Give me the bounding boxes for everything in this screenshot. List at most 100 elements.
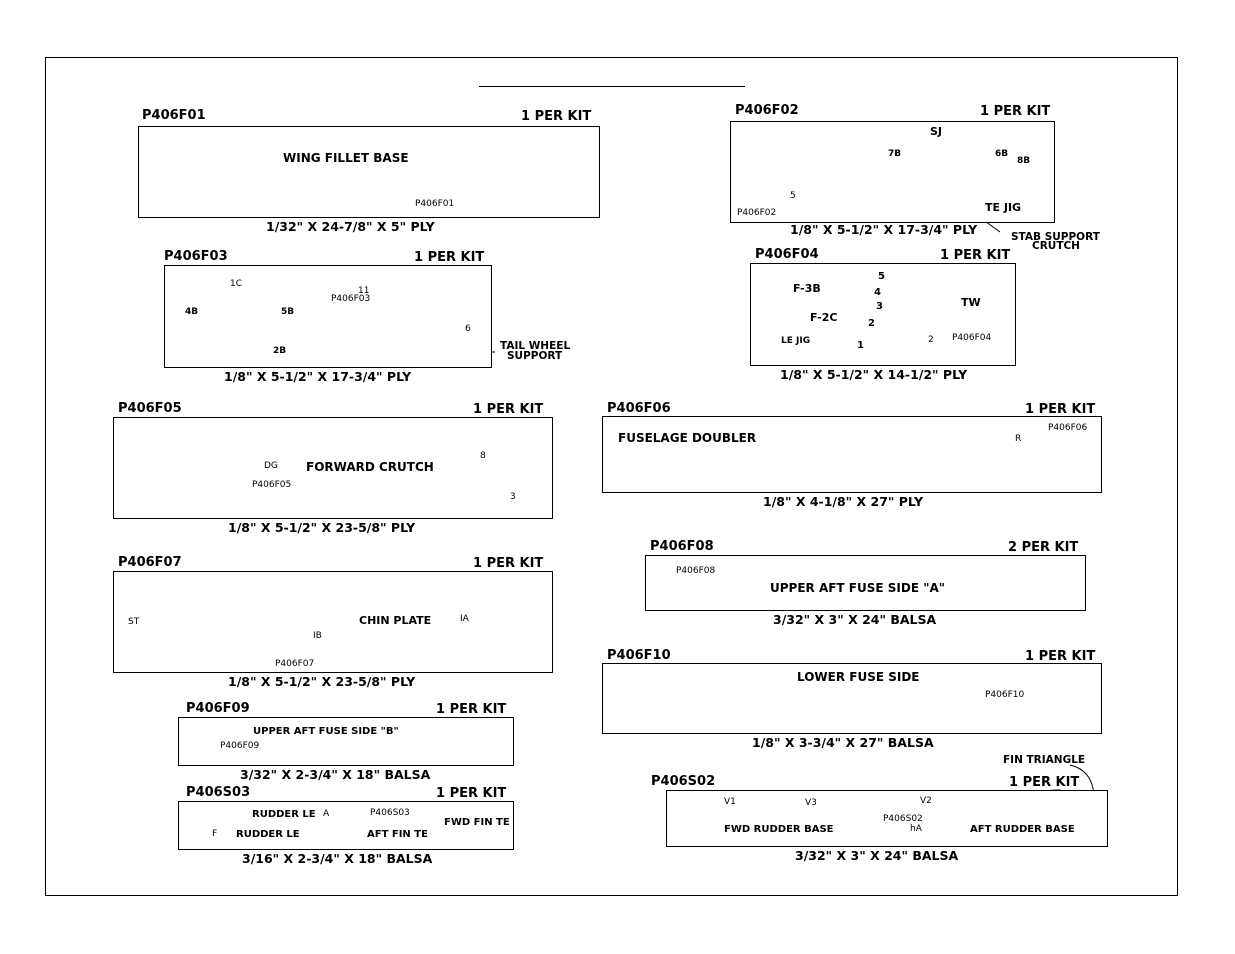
part-label: FORWARD CRUTCH <box>306 460 434 474</box>
part-dimension: 1/8" X 5-1/2" X 17-3/4" PLY <box>224 369 412 384</box>
part-dimension: 3/16" X 2-3/4" X 18" BALSA <box>242 851 433 866</box>
part-mark: P406F01 <box>415 199 455 209</box>
part-code: P406F06 <box>607 401 671 416</box>
part-label: 3 <box>510 492 516 502</box>
sheet-p406f07 <box>113 571 553 673</box>
part-label: 5 <box>790 191 796 201</box>
part-label: SJ <box>930 125 943 138</box>
part-mark: P406F03 <box>331 294 371 304</box>
sheet-p406f02 <box>730 121 1055 223</box>
part-label: 1C <box>230 279 243 289</box>
part-mark: P406F08 <box>676 566 716 576</box>
part-qty: 1 PER KIT <box>436 702 507 717</box>
sheet-p406f01 <box>138 126 600 218</box>
part-mark: P406F02 <box>737 208 777 218</box>
title-underline <box>479 86 745 87</box>
part-mark: P406F10 <box>985 690 1025 700</box>
part-label: 6B <box>995 149 1009 159</box>
sheet-p406s03 <box>178 801 514 850</box>
part-qty: 1 PER KIT <box>1025 402 1096 417</box>
callout-text: TAIL WHEEL <box>500 340 571 352</box>
part-qty: 1 PER KIT <box>473 556 544 571</box>
part-label: RUDDER LE <box>236 829 300 840</box>
callout-text: CRUTCH <box>1032 240 1080 252</box>
part-dimension: 3/32" X 3" X 24" BALSA <box>773 612 937 627</box>
part-label: IB <box>313 631 322 641</box>
sheet-p406f06 <box>602 416 1102 493</box>
part-label: 1 <box>857 340 864 351</box>
part-code: P406F07 <box>118 555 182 570</box>
part-label: 4B <box>185 307 199 317</box>
part-label: CHIN PLATE <box>359 614 432 627</box>
part-label: TW <box>961 296 981 309</box>
part-qty: 1 PER KIT <box>473 402 544 417</box>
part-label: hA <box>910 824 922 834</box>
part-label: UPPER AFT FUSE SIDE "A" <box>770 581 945 595</box>
part-code: P406F02 <box>735 103 799 118</box>
part-label: 11 <box>358 286 370 296</box>
part-label: WING FILLET BASE <box>283 151 409 165</box>
part-code: P406F08 <box>650 539 714 554</box>
part-label: AFT FIN TE <box>367 829 428 840</box>
part-code: P406F03 <box>164 249 228 264</box>
part-label: UPPER AFT FUSE SIDE "B" <box>253 726 399 737</box>
part-label: 8B <box>1017 156 1031 166</box>
part-label: 5B <box>281 307 295 317</box>
part-dimension: 1/8" X 5-1/2" X 23-5/8" PLY <box>228 674 416 689</box>
part-mark: P406F04 <box>952 333 992 343</box>
callout-text: STAB SUPPORT <box>1011 231 1100 243</box>
part-dimension: 3/32" X 2-3/4" X 18" BALSA <box>240 767 431 782</box>
part-label: F <box>212 829 218 839</box>
part-mark: P406F09 <box>220 741 260 751</box>
part-dimension: 1/32" X 24-7/8" X 5" PLY <box>266 219 435 234</box>
part-dimension: 1/8" X 4-1/8" X 27" PLY <box>763 494 924 509</box>
part-label: 2 <box>868 318 875 329</box>
part-dimension: 1/8" X 5-1/2" X 23-5/8" PLY <box>228 520 416 535</box>
part-dimension: 1/8" X 3-3/4" X 27" BALSA <box>752 735 934 750</box>
part-label: LE JIG <box>781 336 811 346</box>
part-qty: 1 PER KIT <box>940 248 1011 263</box>
part-label: 7B <box>888 149 902 159</box>
part-qty: 1 PER KIT <box>1009 775 1080 790</box>
part-qty: 1 PER KIT <box>521 109 592 124</box>
part-qty: 2 PER KIT <box>1008 540 1079 555</box>
part-mark: P406F05 <box>252 480 292 490</box>
part-qty: 1 PER KIT <box>414 250 485 265</box>
part-qty: 1 PER KIT <box>1025 649 1096 664</box>
part-label: RUDDER LE <box>252 809 316 820</box>
part-qty: 1 PER KIT <box>436 786 507 801</box>
part-mark: P406S02 <box>883 814 923 824</box>
sheet-p406f03 <box>164 265 492 368</box>
part-dimension: 1/8" X 5-1/2" X 17-3/4" PLY <box>790 222 978 237</box>
part-label: V3 <box>805 798 817 808</box>
part-code: P406S03 <box>186 785 251 800</box>
part-dimension: 1/8" X 5-1/2" X 14-1/2" PLY <box>780 367 968 382</box>
part-label: A <box>323 809 330 819</box>
part-label: F-2C <box>810 311 838 324</box>
part-label: 2B <box>273 346 287 356</box>
part-mark: P406F06 <box>1048 423 1088 433</box>
part-code: P406F04 <box>755 247 819 262</box>
part-mark: P406S03 <box>370 808 410 818</box>
part-label: 3 <box>876 301 883 312</box>
sheet-p406s02 <box>666 790 1108 847</box>
callout-text: FIN TRIANGLE <box>1003 754 1086 766</box>
part-label: V1 <box>724 797 736 807</box>
part-label: FWD FIN TE <box>444 817 510 828</box>
part-code: P406F01 <box>142 108 206 123</box>
part-label: FWD RUDDER BASE <box>724 824 834 835</box>
part-label: TE JIG <box>985 201 1022 214</box>
part-label: LOWER FUSE SIDE <box>797 670 920 684</box>
part-label: 4 <box>874 287 881 298</box>
part-label: FUSELAGE DOUBLER <box>618 431 757 445</box>
drawing-frame <box>45 57 1178 896</box>
part-label: R <box>1015 434 1022 444</box>
sheet-p406f09 <box>178 717 514 766</box>
part-label: 6 <box>465 324 471 334</box>
sheet-p406f08 <box>645 555 1086 611</box>
part-label: DG <box>264 461 278 471</box>
sheet-p406f10 <box>602 663 1102 734</box>
part-code: P406F09 <box>186 701 250 716</box>
sheet-p406f05 <box>113 417 553 519</box>
part-mark: P406F07 <box>275 659 315 669</box>
